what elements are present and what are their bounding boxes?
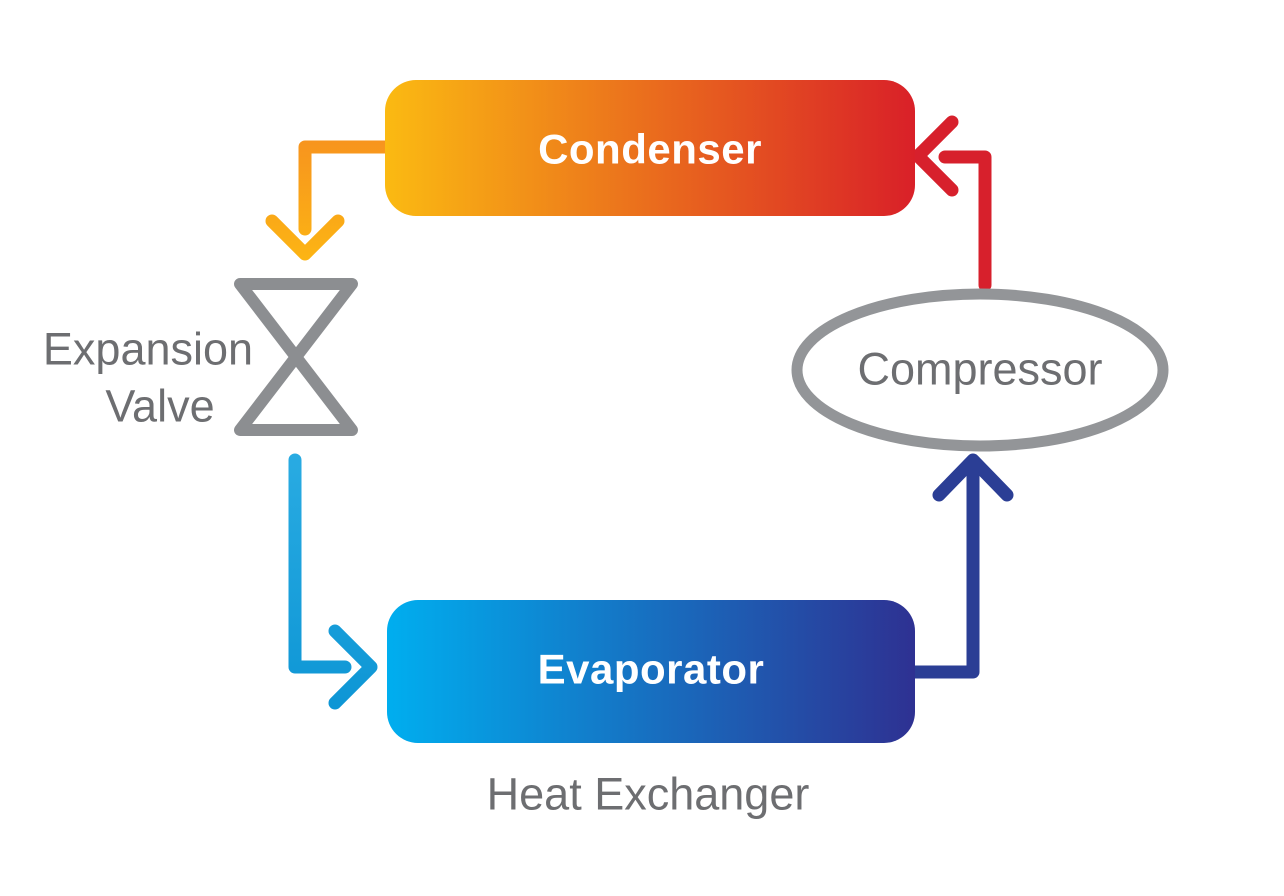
condenser-label: Condenser xyxy=(538,126,762,173)
expansion-valve-label-line1: Expansion xyxy=(43,324,253,375)
evaporator-label: Evaporator xyxy=(538,646,765,693)
arrow-evaporator-to-compressor xyxy=(906,453,1014,679)
expansion-valve-label: Expansion Valve xyxy=(43,324,253,432)
node-evaporator: Evaporator xyxy=(387,600,915,743)
arrow-compressor-to-condenser xyxy=(911,115,992,292)
heat-exchanger-caption: Heat Exchanger xyxy=(487,769,810,820)
arrow-lightblue-head-icon xyxy=(328,624,378,710)
evaporator-box xyxy=(387,600,915,743)
compressor-label: Compressor xyxy=(857,344,1102,395)
condenser-box xyxy=(385,80,915,216)
arrow-red-head-icon xyxy=(911,115,959,197)
expansion-valve-label-line2: Valve xyxy=(105,381,214,432)
arrow-expansion-valve-to-evaporator xyxy=(288,453,378,710)
expansion-valve-icon xyxy=(234,278,358,436)
node-compressor: Compressor xyxy=(791,288,1169,452)
arrow-lightblue-shaft xyxy=(288,453,352,674)
arrow-red-shaft xyxy=(938,150,992,292)
node-condenser: Condenser xyxy=(385,80,915,216)
arrow-orange-head-icon xyxy=(265,214,345,261)
compressor-ellipse xyxy=(791,288,1169,452)
arrow-orange-shaft xyxy=(298,140,405,236)
arrow-darkblue-head-icon xyxy=(932,453,1014,502)
arrow-condenser-to-expansion-valve xyxy=(265,140,405,261)
arrow-darkblue-shaft xyxy=(906,463,980,679)
